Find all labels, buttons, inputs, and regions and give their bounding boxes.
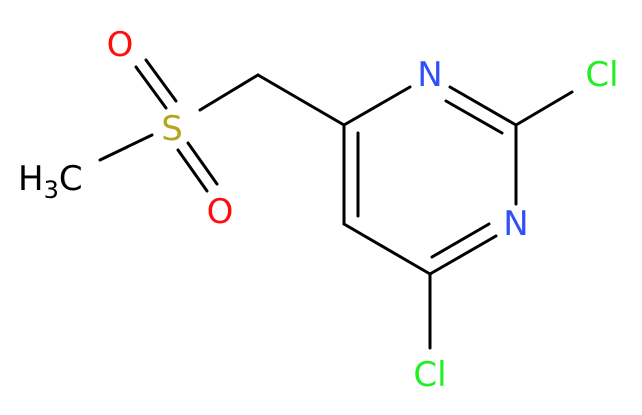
atom-nitrogen-top: N bbox=[417, 55, 442, 95]
atom-sulfur: S bbox=[161, 109, 183, 149]
bond-s-o-top-1 bbox=[134, 65, 168, 110]
bond-c6-n1 bbox=[428, 234, 498, 276]
bond-c6-n1-inner bbox=[430, 222, 491, 259]
methyl-group: H3C bbox=[18, 159, 83, 204]
atom-labels: O O S H3C N N Cl Cl bbox=[18, 25, 619, 395]
bond-s-o-top-2 bbox=[144, 58, 178, 103]
bond-s-ch2 bbox=[198, 73, 260, 112]
bonds bbox=[98, 58, 574, 350]
atom-oxygen-top: O bbox=[107, 25, 134, 65]
atom-methyl-h: H bbox=[18, 159, 44, 199]
atom-oxygen-bottom: O bbox=[207, 192, 234, 232]
bond-s-methyl bbox=[98, 133, 154, 162]
bond-n3-c4 bbox=[342, 85, 412, 127]
methyl-subscript: 3 bbox=[44, 176, 59, 204]
bond-s-o-bottom-1 bbox=[176, 148, 209, 193]
atom-chlorine-top: Cl bbox=[585, 55, 618, 95]
atom-methyl-c: C bbox=[59, 159, 83, 199]
bond-c5-c6 bbox=[342, 222, 432, 276]
atom-nitrogen-right: N bbox=[503, 204, 528, 244]
bond-ch2-ring bbox=[256, 73, 346, 127]
bond-c2-n3-inner bbox=[444, 99, 504, 135]
bond-s-o-bottom-2 bbox=[186, 141, 219, 186]
bond-c2-cl bbox=[514, 90, 574, 127]
atom-chlorine-bottom: Cl bbox=[413, 355, 446, 395]
bond-c2-n3 bbox=[448, 85, 518, 127]
